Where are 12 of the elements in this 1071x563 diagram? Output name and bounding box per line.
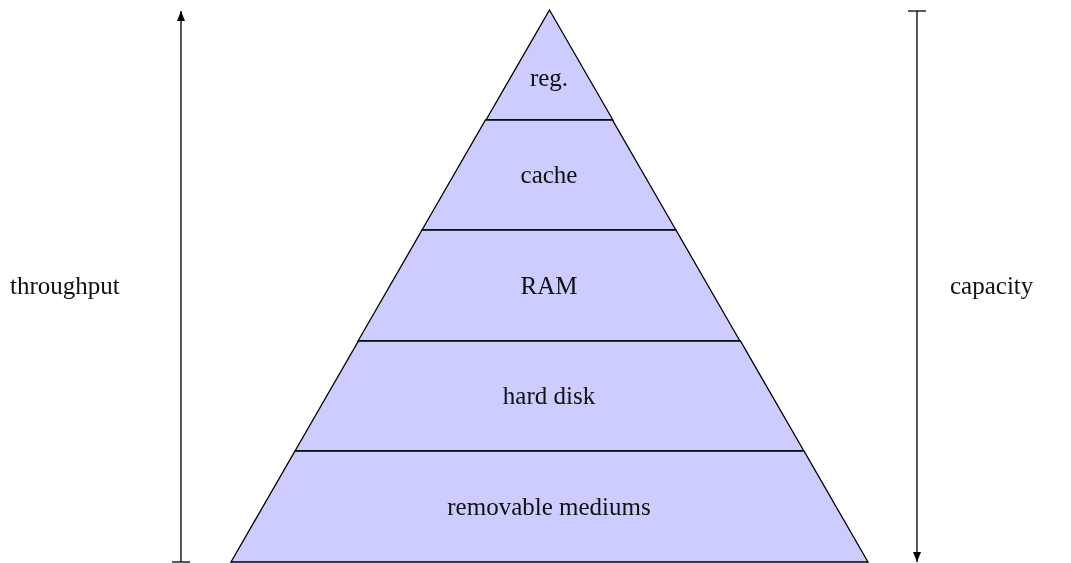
layer-label: cache [520, 161, 578, 189]
layer-label: reg. [529, 64, 569, 93]
layer-label: hard disk [502, 382, 596, 410]
pyramid-layer [485, 10, 613, 120]
axis-label: capacity [950, 272, 1034, 300]
pyramid-layer [294, 341, 804, 451]
pyramid-layer [422, 120, 676, 230]
layer-label: RAM [520, 271, 578, 300]
layer-label: removable mediums [447, 492, 651, 521]
pyramid-layer [230, 451, 868, 562]
axis-label: throughput [10, 272, 120, 300]
pyramid-layer [358, 230, 740, 341]
